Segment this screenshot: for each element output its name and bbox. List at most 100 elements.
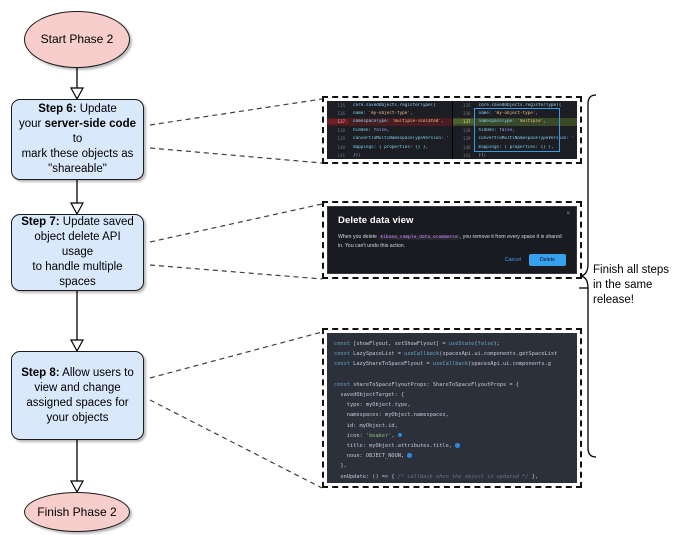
node-step-7-line3: to handle multiple spaces [32,261,123,288]
node-step-6[interactable]: Step 6: Update your server-side code to … [11,99,144,180]
diff-line-number: 136 [462,111,471,117]
code-line: const LazyShareToSpaceFlyout = useCallba… [334,361,551,368]
modal-body-suffix: , you remove it from every space it is s… [338,234,562,249]
cancel-button[interactable]: Cancel [504,257,521,263]
node-finish-label: Finish Phase 2 [37,504,117,519]
diff-line: 138 hidden: false, [327,126,452,134]
release-note-line-1: Finish all steps [593,264,670,276]
code-line: savedObjectTarget: { [334,392,405,399]
node-step-6-line2a: your [19,118,45,130]
diff-line: 140 mappings: { properties: {} }, [453,143,578,151]
node-start-label: Start Phase 2 [40,32,114,46]
release-note-line-3: release! [593,294,634,306]
diff-line-number: 136 [337,111,345,117]
diff-line-content: hidden: false, [478,127,515,133]
diff-line: 138 hidden: false, [453,126,578,134]
diff-line-content: core.savedObjects.registerType({ [353,102,436,108]
code-line: }, [334,463,347,470]
node-step-7-label: Step 7: [21,216,60,228]
diff-line-number: 141 [462,153,471,159]
diff-line-number: 138 [462,127,471,133]
diff-line: 141}); [327,151,452,159]
code-line: const LazySpaceList = useCallback(spaces… [334,351,558,358]
node-step-8-label: Step 8: [21,366,60,379]
diff-line-content: convertToMultiNamespaceTypeVersion: ' [353,136,449,142]
info-dot-icon [397,432,403,438]
delete-button[interactable]: Delete [529,254,566,266]
code-line: icon: 'beaker', [334,431,577,441]
code-line: const shareToSpaceFlyoutProps: ShareToSp… [334,381,519,388]
node-step-6-emphasis: server-side code [44,118,136,130]
node-step-6-line3: mark these objects as [21,148,134,160]
node-start-phase-2[interactable]: Start Phase 2 [24,11,130,68]
node-step-6-text: Step 6: Update your server-side code to … [18,102,137,177]
node-step-8-line3: assigned spaces for [26,396,129,409]
code-line: noun: OBJECT_NOUN, [334,451,577,461]
diff-line-number: 138 [337,127,345,133]
node-finish-phase-2[interactable]: Finish Phase 2 [24,492,130,532]
diff-line-content: }); [478,153,487,159]
diff-line-content: name: 'my-object-type', [478,111,539,117]
info-dot-icon [455,443,460,448]
diff-line-content: mappings: { properties: {} }, [478,144,554,150]
callout-step-8-screenshot[interactable]: const [showFlyout, setShowFlyout] = useS… [322,328,582,488]
diff-line-number: 137 [327,119,348,125]
code-line: namespaces: myObject.namespaces, [334,412,449,419]
diff-line-number: 140 [337,144,345,150]
diff-line-number: 139 [462,136,471,142]
delete-modal: × Delete data view When you delete kiban… [327,206,577,274]
diff-line: 140 mappings: { properties: {} }, [327,143,452,151]
code-line: onUpdate: () => { /* callback when the o… [334,473,539,480]
diff-line: 137 namespaceType: 'multiple-isolated', [327,117,452,127]
diff-line-number: 135 [462,102,471,108]
diff-line: 135 core.savedObjects.registerType({ [327,101,452,109]
info-dot-icon [407,453,412,458]
diff-line-number: 140 [462,144,471,150]
diff-line-content: namespaceType: 'multiple', [478,119,546,125]
node-step-7-line2: object delete API usage [34,231,121,258]
code-line: id: myObject.id, [334,422,398,429]
node-step-8-line1: Allow users to [59,366,134,379]
modal-title: Delete data view [338,215,414,226]
diff-line: 141}); [453,151,578,159]
close-icon[interactable]: × [566,211,570,217]
modal-body-text: When you delete kibana_sample_data_ecomm… [338,233,566,250]
node-step-7-text: Step 7: Update saved object delete API u… [18,215,137,290]
diff-line-number: 135 [337,102,345,108]
node-step-7[interactable]: Step 7: Update saved object delete API u… [11,214,144,291]
diff-line-content: namespaceType: 'multiple-isolated', [353,119,444,125]
diff-line: 139 convertToMultiNamespaceTypeVersion: … [327,135,452,143]
code-line: const [showFlyout, setShowFlyout] = useS… [334,341,500,347]
diff-line-number: 141 [337,153,345,159]
diff-line-content: mappings: { properties: {} }, [353,144,429,150]
diff-line-content: convertToMultiNamespaceTypeVersion: ' [478,136,575,142]
node-step-8-line4: your objects [46,411,109,424]
diff-line-content: hidden: false, [353,127,390,133]
code-line: title: myObject.attributes.title, [334,441,577,451]
diff-line-number: 137 [452,119,474,125]
node-step-6-line2b: to [72,133,83,145]
release-note-line-2: in the same [593,279,653,291]
node-step-6-line4: "shareable" [48,163,107,175]
node-step-6-label: Step 6: [38,103,77,115]
diff-line: 136 name: 'my-object-type', [453,109,578,117]
diff-line: 137 namespaceType: 'multiple', [452,117,577,127]
code-line [334,370,577,380]
node-step-8[interactable]: Step 8: Allow users to view and change a… [11,351,144,440]
callout-step-7-screenshot[interactable]: × Delete data view When you delete kiban… [322,201,582,279]
release-note: Finish all steps in the same release! [593,263,689,308]
diff-line: 136 name: 'my-object-type', [327,109,452,117]
modal-body-prefix: When you delete [338,234,377,240]
diff-line-number: 139 [337,136,345,142]
diff-line-content: }); [353,153,361,159]
node-step-7-line1: Update saved [59,216,134,228]
node-step-8-text: Step 8: Allow users to view and change a… [21,366,134,426]
code-line: onClose: () => setShowFlyout(false), [334,482,577,483]
node-step-8-line2: view and change [34,381,121,394]
